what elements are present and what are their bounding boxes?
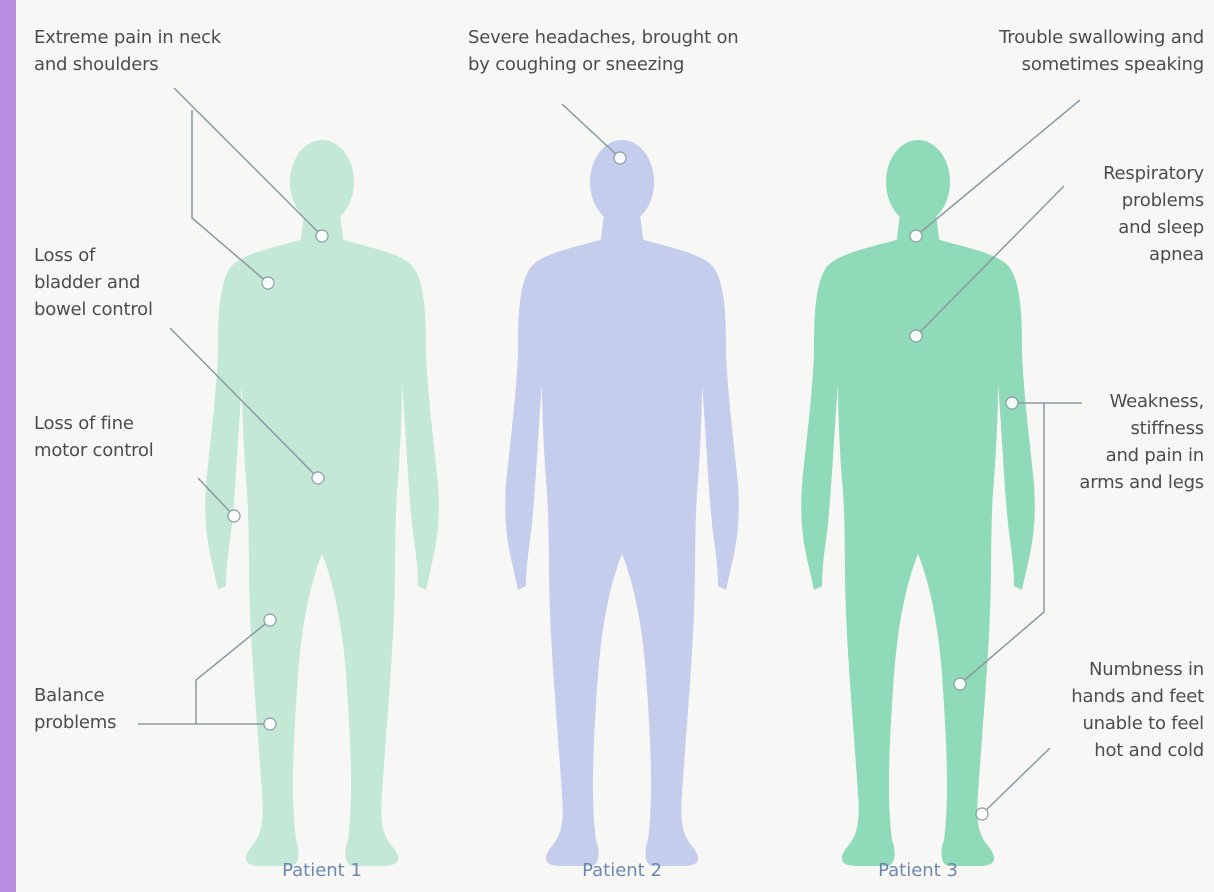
label-neck-shoulder-pain: Extreme pain in neck and shoulders — [34, 24, 221, 78]
dot-shoulder — [262, 277, 274, 289]
dot-arm — [1006, 397, 1018, 409]
patient-3-body — [801, 140, 1035, 866]
label-balance: Balance problems — [34, 682, 116, 736]
patient-1-body — [205, 140, 439, 866]
dot-leg — [954, 678, 966, 690]
dot-throat — [910, 230, 922, 242]
dot-bladder — [312, 472, 324, 484]
caption-patient-3: Patient 3 — [838, 860, 998, 881]
label-swallowing: Trouble swallowing and sometimes speakin… — [999, 24, 1204, 78]
label-weakness: Weakness, stiffness and pain in arms and… — [1079, 388, 1204, 496]
dot-ankle — [264, 718, 276, 730]
caption-patient-2: Patient 2 — [542, 860, 702, 881]
dot-hand — [228, 510, 240, 522]
dot-knee — [264, 614, 276, 626]
caption-patient-1: Patient 1 — [242, 860, 402, 881]
leader-numbness — [982, 748, 1050, 814]
dot-foot — [976, 808, 988, 820]
label-bladder-bowel: Loss of bladder and bowel control — [34, 242, 153, 323]
label-headaches: Severe headaches, brought on by coughing… — [468, 24, 738, 78]
dot-chest — [910, 330, 922, 342]
label-fine-motor: Loss of fine motor control — [34, 410, 154, 464]
label-respiratory: Respiratory problems and sleep apnea — [1103, 160, 1204, 268]
dot-head — [614, 152, 626, 164]
patient-2-body — [505, 140, 739, 866]
leader-headache — [562, 104, 620, 158]
label-numbness: Numbness in hands and feet unable to fee… — [1071, 656, 1204, 764]
dot-neck — [316, 230, 328, 242]
